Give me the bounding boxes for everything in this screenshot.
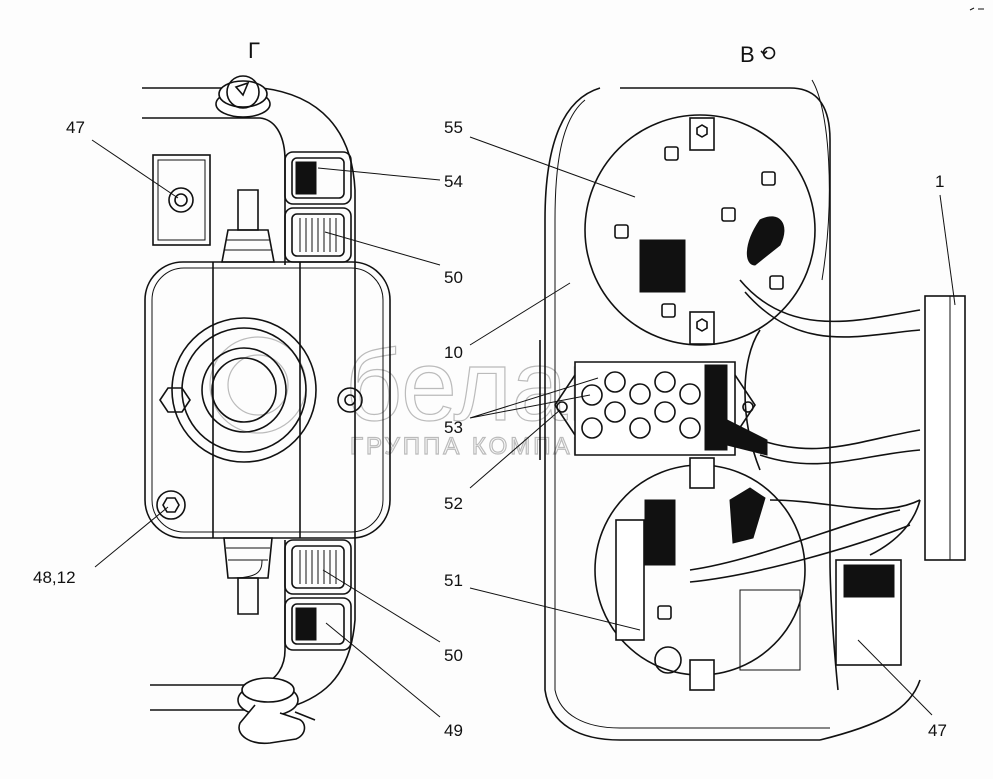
callout-50-top: 50 (444, 268, 463, 287)
callout-51: 51 (444, 571, 463, 590)
switch-50-bottom (284, 539, 352, 595)
callout-52: 52 (444, 494, 463, 513)
callout-50-bottom: 50 (444, 646, 463, 665)
warning-lamp-47 (152, 154, 211, 246)
callout-49: 49 (444, 721, 463, 740)
gauge-mount-lower (594, 457, 806, 691)
left-panel (142, 75, 391, 745)
item-51 (615, 519, 645, 641)
leader-lines (91, 136, 956, 718)
view-label-g: Г (248, 38, 260, 63)
view-label-v: В (740, 42, 755, 67)
callout-47-right: 47 (928, 721, 947, 740)
cable-harness (689, 279, 921, 583)
switch-54 (284, 151, 352, 205)
callout-54: 54 (444, 172, 463, 191)
callout-48-12: 48,12 (33, 568, 76, 587)
ignition-key (237, 677, 316, 745)
callout-47-left: 47 (66, 118, 85, 137)
rotation-icon (760, 46, 776, 60)
relay-47 (835, 559, 902, 666)
callout-1: 1 (935, 172, 944, 191)
connector-block-53 (554, 361, 768, 456)
top-knob (215, 75, 271, 118)
switch-50-top (284, 207, 352, 263)
callout-10: 10 (444, 343, 463, 362)
gauge-mount-55 (584, 114, 816, 346)
callout-53: 53 (444, 418, 463, 437)
hex-bolt-icon (159, 387, 191, 413)
right-panel (539, 79, 966, 741)
joystick-housing (144, 189, 391, 615)
switch-49 (284, 597, 352, 651)
corner-mark (969, 7, 984, 11)
grommet-1 (924, 295, 966, 561)
callout-55: 55 (444, 118, 463, 137)
